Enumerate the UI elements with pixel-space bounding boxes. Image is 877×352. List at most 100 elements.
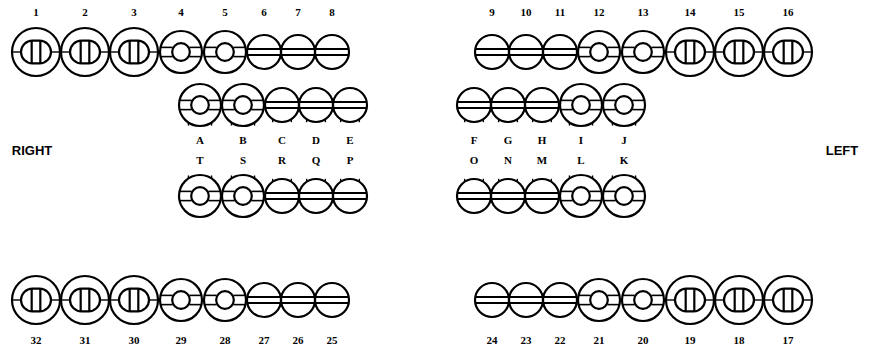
tooth-symbol — [543, 283, 577, 317]
tooth-symbol — [333, 88, 367, 122]
tooth-symbol — [560, 84, 602, 126]
tooth-letter: O — [470, 155, 479, 166]
tooth-symbol — [764, 276, 812, 324]
tooth-number: 8 — [329, 7, 335, 18]
tooth-symbol — [61, 28, 109, 76]
tooth-number: 10 — [521, 7, 532, 18]
tooth-number: 2 — [82, 7, 88, 18]
tooth-symbol — [578, 31, 620, 73]
tooth-symbol — [475, 35, 509, 69]
tooth-number: 1 — [33, 7, 39, 18]
tooth-letter: B — [239, 135, 246, 146]
tooth-letter: E — [346, 135, 353, 146]
tooth-letter: C — [278, 135, 286, 146]
tooth-number: 26 — [293, 335, 304, 346]
tooth-number: 21 — [594, 335, 605, 346]
tooth-letter: Q — [312, 155, 321, 166]
tooth-letter: A — [196, 135, 204, 146]
tooth-symbol — [281, 35, 315, 69]
tooth-symbol — [204, 279, 246, 321]
tooth-symbol — [603, 175, 645, 217]
tooth-symbol — [299, 179, 333, 213]
tooth-symbol — [281, 283, 315, 317]
tooth-number: 20 — [638, 335, 649, 346]
tooth-symbol — [457, 88, 491, 122]
tooth-number: 15 — [734, 7, 745, 18]
tooth-number: 22 — [555, 335, 566, 346]
tooth-symbol — [622, 31, 664, 73]
tooth-symbol — [491, 179, 525, 213]
tooth-number: 32 — [31, 335, 42, 346]
tooth-number: 30 — [129, 335, 140, 346]
tooth-number: 13 — [638, 7, 649, 18]
tooth-symbol — [247, 35, 281, 69]
tooth-letter: H — [538, 135, 547, 146]
tooth-letter: D — [312, 135, 320, 146]
tooth-symbol — [315, 283, 349, 317]
tooth-symbol — [509, 35, 543, 69]
tooth-symbol — [247, 283, 281, 317]
tooth-symbol — [560, 175, 602, 217]
tooth-letter: N — [504, 155, 512, 166]
tooth-symbol — [578, 279, 620, 321]
tooth-letter: M — [537, 155, 547, 166]
tooth-letter: S — [240, 155, 246, 166]
tooth-number: 4 — [178, 7, 184, 18]
side-label: LEFT — [826, 144, 859, 157]
tooth-symbol — [222, 84, 264, 126]
tooth-symbol — [12, 28, 60, 76]
tooth-symbol — [160, 31, 202, 73]
tooth-symbol — [12, 276, 60, 324]
tooth-symbol — [525, 88, 559, 122]
tooth-symbol — [110, 28, 158, 76]
tooth-symbol — [204, 31, 246, 73]
tooth-number: 14 — [685, 7, 696, 18]
tooth-letter: I — [579, 135, 583, 146]
tooth-symbol — [179, 175, 221, 217]
tooth-number: 12 — [594, 7, 605, 18]
tooth-number: 6 — [261, 7, 267, 18]
tooth-number: 16 — [783, 7, 794, 18]
tooth-symbol — [110, 276, 158, 324]
tooth-letter: L — [577, 155, 584, 166]
tooth-symbol — [222, 175, 264, 217]
tooth-number: 27 — [259, 335, 270, 346]
tooth-symbol — [603, 84, 645, 126]
tooth-number: 17 — [783, 335, 794, 346]
tooth-number: 11 — [555, 7, 565, 18]
tooth-symbol — [525, 179, 559, 213]
tooth-symbol — [509, 283, 543, 317]
tooth-symbol — [61, 276, 109, 324]
tooth-number: 25 — [327, 335, 338, 346]
tooth-symbol — [666, 276, 714, 324]
tooth-letter: J — [621, 135, 627, 146]
tooth-letter: T — [196, 155, 203, 166]
tooth-symbol — [543, 35, 577, 69]
tooth-number: 5 — [222, 7, 228, 18]
tooth-symbol — [265, 88, 299, 122]
tooth-number: 19 — [685, 335, 696, 346]
tooth-symbol — [333, 179, 367, 213]
tooth-letter: P — [347, 155, 354, 166]
tooth-number: 23 — [521, 335, 532, 346]
tooth-symbol — [179, 84, 221, 126]
tooth-symbol — [457, 179, 491, 213]
tooth-number: 28 — [220, 335, 231, 346]
tooth-symbol — [764, 28, 812, 76]
tooth-symbol — [299, 88, 333, 122]
side-label: RIGHT — [12, 144, 52, 157]
tooth-number: 7 — [295, 7, 301, 18]
tooth-letter: R — [278, 155, 286, 166]
tooth-number: 18 — [734, 335, 745, 346]
tooth-letter: F — [471, 135, 478, 146]
tooth-symbol — [160, 279, 202, 321]
tooth-symbol — [491, 88, 525, 122]
tooth-letter: G — [504, 135, 513, 146]
tooth-symbol — [715, 28, 763, 76]
tooth-number: 24 — [487, 335, 498, 346]
tooth-symbol — [475, 283, 509, 317]
tooth-symbol — [622, 279, 664, 321]
tooth-number: 31 — [80, 335, 91, 346]
